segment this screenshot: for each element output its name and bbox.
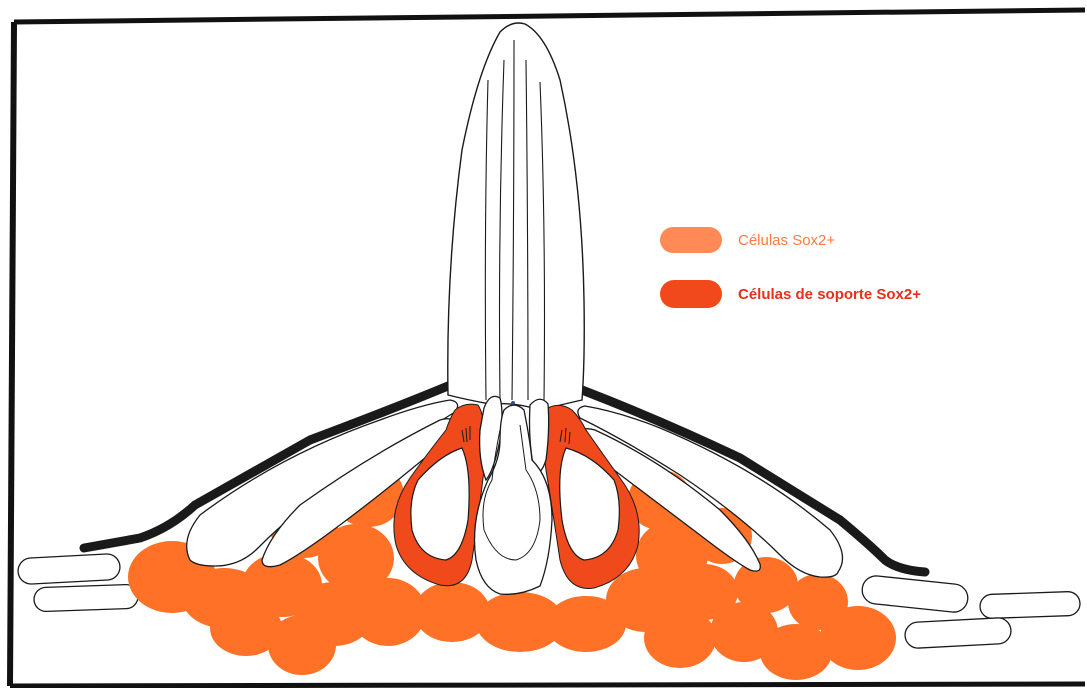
legend-label-support: Células de soporte Sox2+	[738, 286, 921, 303]
sox2-cell	[644, 608, 716, 668]
flat-cell	[34, 584, 139, 612]
legend-swatch-sox2	[660, 227, 722, 253]
flat-cell	[980, 591, 1081, 618]
sox2-cell	[820, 606, 896, 670]
legend-swatch-support	[660, 280, 722, 308]
flat-cell	[17, 553, 120, 584]
flat-cell	[904, 617, 1011, 649]
sox2-cell	[268, 615, 336, 675]
central-taste-cells	[475, 396, 553, 594]
legend-label-sox2: Células Sox2+	[738, 232, 835, 249]
